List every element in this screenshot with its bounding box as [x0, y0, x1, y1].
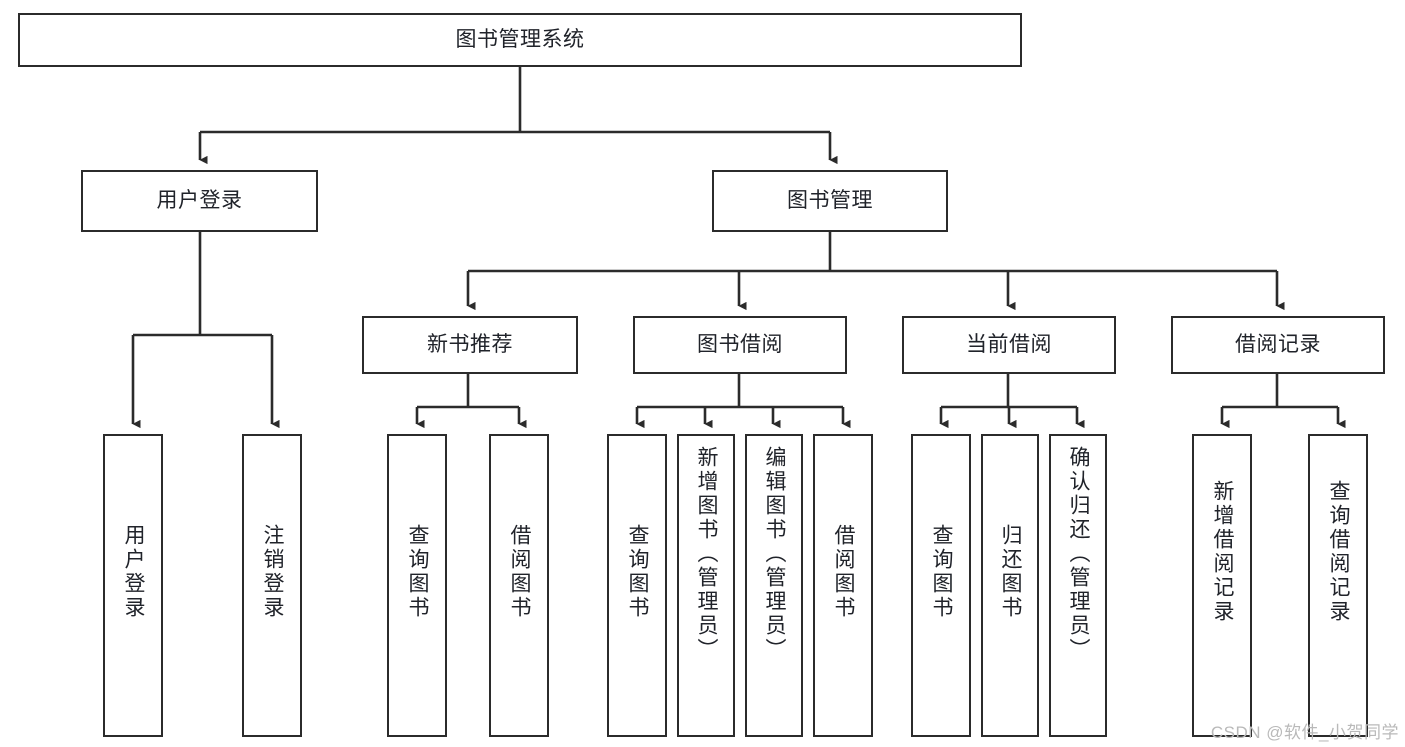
leaf-return-book[interactable]: 归还图书 [981, 434, 1039, 737]
node-label: 借阅图书 [832, 524, 856, 620]
leaf-confirm-return-admin[interactable]: 确认归还（管理员） [1049, 434, 1107, 737]
leaf-query-book-recommend[interactable]: 查询图书 [387, 434, 447, 737]
node-label: 图书管理 [787, 189, 873, 213]
node-label: 借阅记录 [1235, 333, 1321, 357]
node-label: 新增图书（管理员） [695, 446, 719, 662]
node-label: 新书推荐 [427, 333, 513, 357]
node-label: 查询图书 [626, 524, 650, 620]
leaf-logout[interactable]: 注销登录 [242, 434, 302, 737]
leaf-add-borrow-record[interactable]: 新增借阅记录 [1192, 434, 1252, 737]
node-label: 编辑图书（管理员） [763, 446, 787, 662]
node-label: 确认归还（管理员） [1067, 446, 1091, 662]
node-label: 查询借阅记录 [1327, 480, 1351, 624]
node-book-management[interactable]: 图书管理 [712, 170, 948, 232]
node-new-book-recommend[interactable]: 新书推荐 [362, 316, 578, 374]
node-user-login[interactable]: 用户登录 [81, 170, 318, 232]
leaf-user-login[interactable]: 用户登录 [103, 434, 163, 737]
node-label: 用户登录 [122, 524, 146, 620]
node-label: 归还图书 [999, 524, 1023, 620]
node-label: 当前借阅 [966, 333, 1052, 357]
node-book-borrow[interactable]: 图书借阅 [633, 316, 847, 374]
node-label: 查询图书 [406, 524, 430, 620]
node-borrow-record[interactable]: 借阅记录 [1171, 316, 1385, 374]
node-label: 图书管理系统 [455, 28, 585, 52]
watermark-text: CSDN @软件_小贺同学 [1210, 723, 1399, 742]
leaf-borrow-book-recommend[interactable]: 借阅图书 [489, 434, 549, 737]
leaf-query-borrow-record[interactable]: 查询借阅记录 [1308, 434, 1368, 737]
leaf-query-book-borrow[interactable]: 查询图书 [607, 434, 667, 737]
node-label: 查询图书 [930, 524, 954, 620]
node-root-system[interactable]: 图书管理系统 [18, 13, 1022, 67]
leaf-add-book-admin[interactable]: 新增图书（管理员） [677, 434, 735, 737]
leaf-edit-book-admin[interactable]: 编辑图书（管理员） [745, 434, 803, 737]
leaf-borrow-book[interactable]: 借阅图书 [813, 434, 873, 737]
node-label: 用户登录 [156, 189, 243, 213]
node-current-borrow[interactable]: 当前借阅 [902, 316, 1116, 374]
node-label: 注销登录 [261, 524, 285, 620]
node-label: 图书借阅 [697, 333, 783, 357]
node-label: 借阅图书 [508, 524, 532, 620]
node-label: 新增借阅记录 [1211, 480, 1235, 624]
leaf-query-book-current[interactable]: 查询图书 [911, 434, 971, 737]
